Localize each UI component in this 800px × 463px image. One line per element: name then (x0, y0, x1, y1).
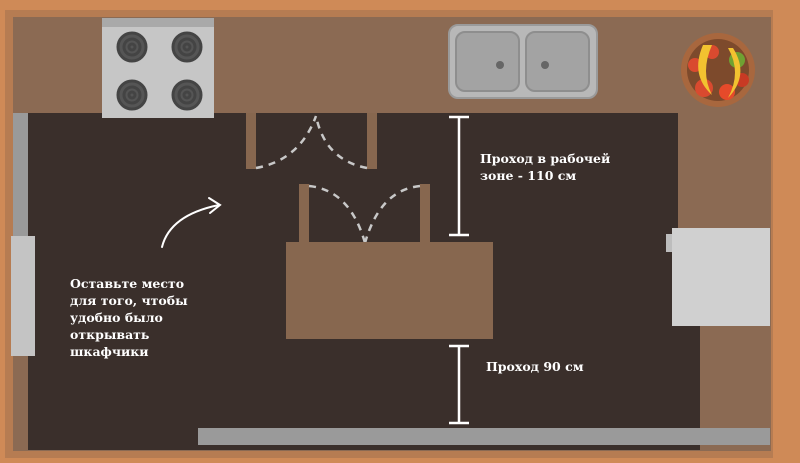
sink-icon (448, 24, 598, 99)
left-wall-trim (13, 113, 28, 237)
cabinet-note: Оставьте место для того, чтобы удобно бы… (70, 275, 188, 360)
arrow-icon (161, 197, 222, 248)
work-zone-passage-line-2: зоне - 110 см (480, 168, 577, 183)
island-passage-dimension (449, 344, 469, 425)
work-zone-passage-label: Проход в рабочей зоне - 110 см (480, 150, 610, 184)
refrigerator (666, 228, 770, 326)
cabinet-note-line-1: Оставьте место (70, 276, 185, 291)
island-passage-label: Проход 90 см (486, 359, 584, 374)
work-zone-passage-line-1: Проход в рабочей (480, 151, 611, 166)
cabinet-note-line-5: шкафчики (70, 344, 149, 359)
cabinet-note-line-2: для того, чтобы (70, 293, 188, 308)
kitchen-island (286, 184, 493, 339)
fruit-bowl-icon (681, 33, 755, 107)
cabinet-note-line-4: открывать (70, 327, 150, 342)
stove-icon (102, 18, 214, 118)
left-door (11, 236, 35, 356)
bottom-window (198, 428, 770, 445)
upper-cabinet-doors (246, 113, 377, 170)
cabinet-note-line-3: удобно было (70, 310, 163, 325)
work-zone-dimension (449, 115, 469, 237)
